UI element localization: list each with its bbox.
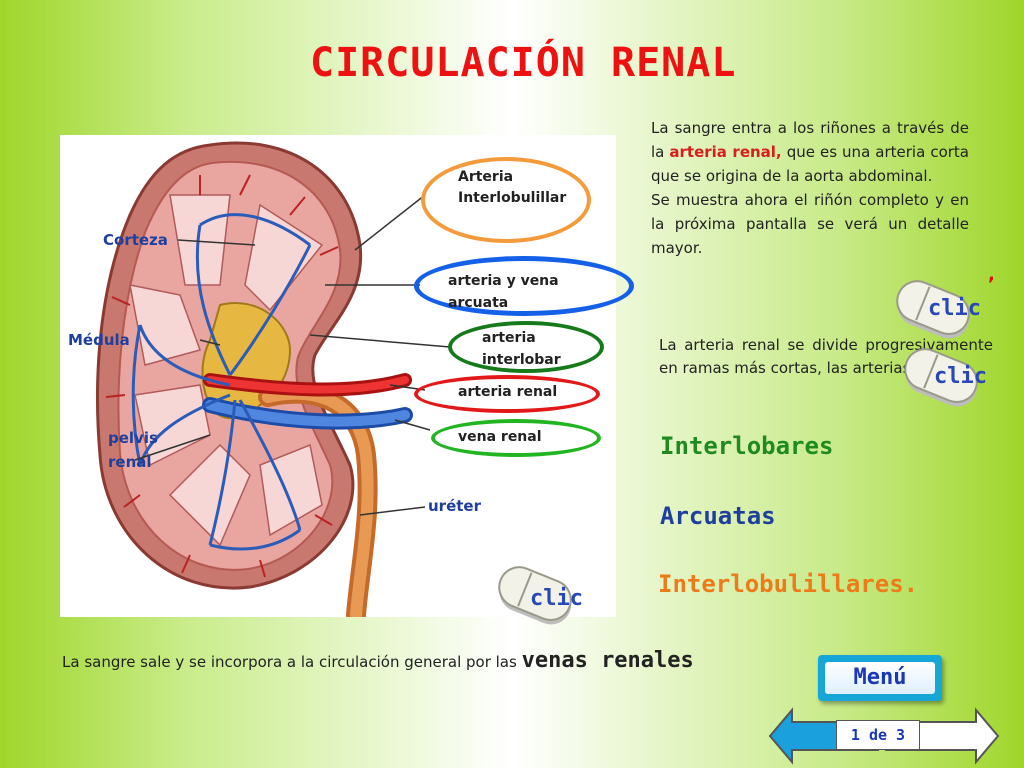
menu-button-label: Menú	[825, 662, 935, 694]
callout-ring-interlobar	[448, 321, 604, 373]
divide-paragraph: La arteria renal se divide progresivamen…	[659, 336, 993, 377]
page-indicator: 1 de 3	[836, 720, 920, 750]
callout-vena-renal: vena renal	[458, 429, 542, 445]
callout-ring-arteria-renal	[414, 375, 600, 413]
kidney-illustration	[96, 141, 451, 617]
menu-button[interactable]: Menú	[818, 655, 942, 701]
label-corteza: Corteza	[103, 231, 168, 249]
label-pelvis-line2: renal	[108, 453, 152, 471]
red-comma: ,	[988, 264, 995, 285]
callout-ring-arcuata	[414, 256, 634, 316]
callout-interlobar-line1: arteria	[482, 330, 536, 346]
label-pelvis-line1: pelvis	[108, 429, 158, 447]
bottom-text: La sangre sale y se incorpora a la circu…	[62, 653, 517, 671]
clic-button-1[interactable]: clic	[890, 280, 981, 346]
callout-ring-interlobulillar	[421, 157, 591, 243]
callout-interlobulillar-line2: Interlobulillar	[458, 190, 567, 206]
callout-arteria-renal: arteria renal	[458, 384, 558, 400]
kidney-diagram: Corteza Médula pelvis renal uréter Arter…	[60, 135, 634, 617]
bottom-emphasis: venas renales	[521, 648, 694, 673]
callout-arcuata-line2: arcuata	[448, 295, 509, 311]
label-medula: Médula	[68, 331, 130, 349]
callout-arcuata-line1: arteria y vena	[448, 273, 559, 289]
mouse-icon	[896, 280, 970, 339]
intro-part3: Se muestra ahora el riñón completo y en …	[651, 191, 969, 257]
mouse-icon	[904, 348, 978, 407]
callout-interlobulillar-line1: Arteria	[458, 169, 514, 185]
clic-label-2: clic	[934, 364, 987, 389]
bottom-sentence: La sangre sale y se incorpora a la circu…	[62, 648, 694, 673]
clic-label-3: clic	[530, 586, 583, 611]
clic-label-1: clic	[928, 296, 981, 321]
callout-interlobar-line2: interlobar	[482, 352, 561, 368]
label-ureter: uréter	[428, 497, 481, 515]
artery-interlobulillares: Interlobulillares.	[658, 570, 919, 598]
page-title: CIRCULACIÓN RENAL	[310, 40, 737, 86]
intro-paragraph: La sangre entra a los riñones a través d…	[651, 116, 969, 260]
intro-part2: que es una arteria corta que se origina …	[651, 143, 969, 185]
intro-part1: La sangre entra a los riñones a través d…	[651, 119, 969, 161]
clic-button-2[interactable]: clic	[898, 348, 987, 414]
mouse-icon	[498, 566, 572, 625]
clic-button-3[interactable]: clic	[492, 566, 583, 632]
artery-arcuatas: Arcuatas	[660, 502, 776, 530]
callout-ring-vena-renal	[431, 419, 601, 457]
artery-interlobares: Interlobares	[660, 432, 834, 460]
intro-highlight: arteria renal,	[669, 143, 782, 161]
